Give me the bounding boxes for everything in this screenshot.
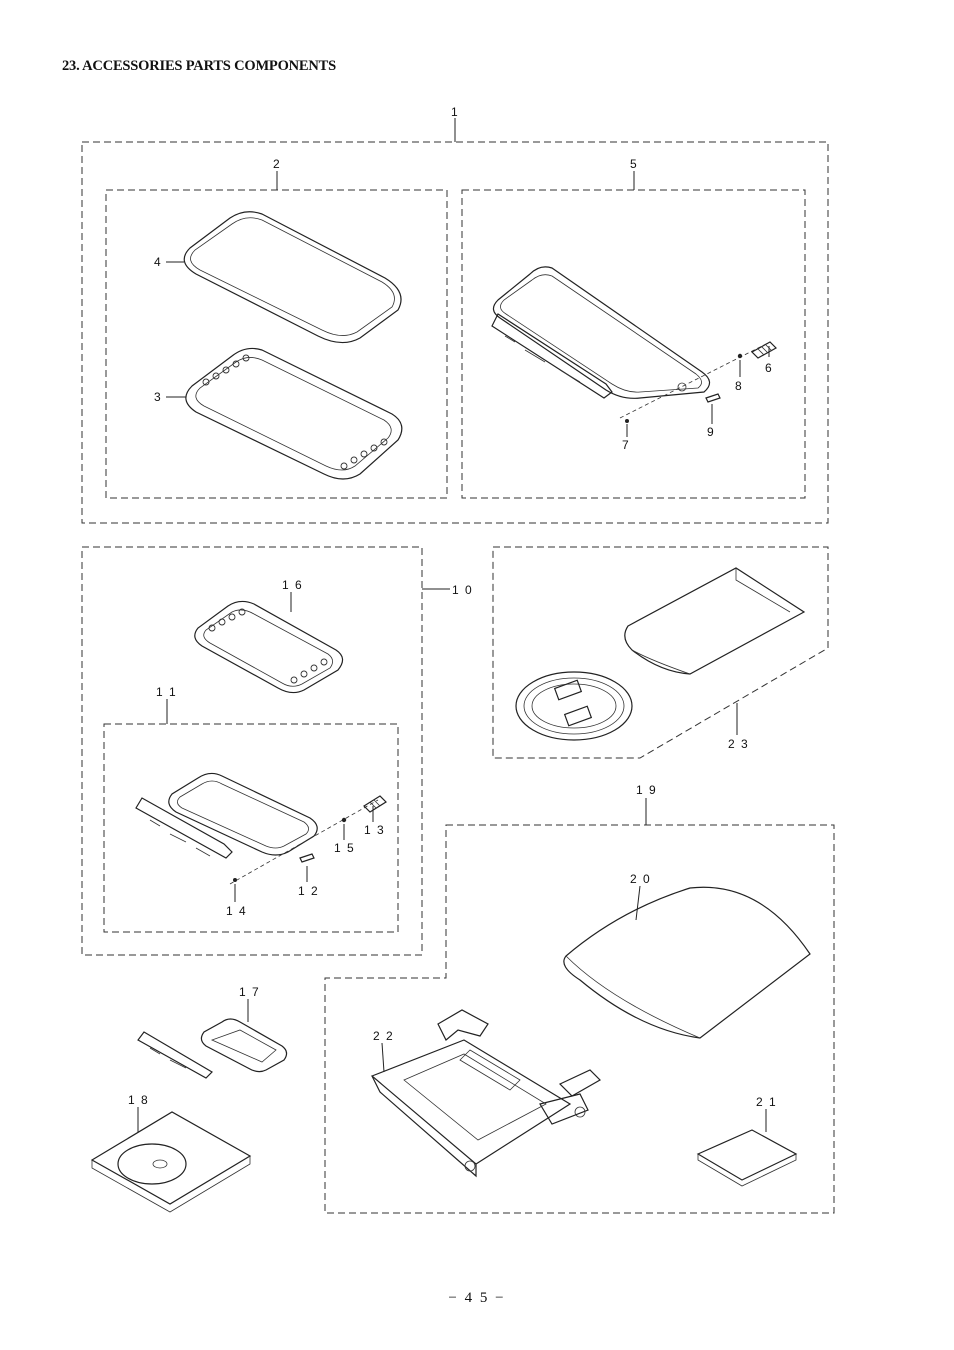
part-4-outer-hoop: [183, 211, 402, 344]
callout-22: 2 2: [373, 1029, 394, 1043]
page-number: − 4 5 −: [448, 1290, 506, 1306]
part-11-hoop-assembly: [135, 772, 318, 859]
callout-4: 4: [154, 255, 162, 269]
group-box-11: [103, 723, 399, 933]
callout-15: 1 5: [334, 841, 355, 855]
part-14-nut: [233, 878, 237, 882]
group-box-5: [461, 189, 806, 499]
part-6-screw: [751, 341, 777, 359]
callout-8: 8: [735, 379, 743, 393]
callout-6: 6: [765, 361, 773, 375]
part-21-card: [696, 1129, 798, 1187]
callout-20: 2 0: [630, 872, 651, 886]
callout-10: 1 0: [452, 583, 473, 597]
callout-17: 1 7: [239, 985, 260, 999]
part-18-cd-case: [90, 1111, 252, 1213]
callout-2: 2: [273, 157, 281, 171]
callout-12: 1 2: [298, 884, 319, 898]
callout-9: 9: [707, 425, 715, 439]
part-8-washer: [737, 353, 743, 359]
group-box-1: [81, 141, 829, 524]
part-23-cable-and-bag: [515, 567, 806, 741]
group-box-23: [492, 546, 829, 759]
callout-16: 1 6: [282, 578, 303, 592]
part-7-nut: [625, 419, 629, 423]
callout-7: 7: [622, 438, 630, 452]
part-16-small-hoop: [194, 600, 344, 694]
callout-3: 3: [154, 390, 162, 404]
callout-21: 2 1: [756, 1095, 777, 1109]
group-box-19: [324, 824, 835, 1214]
callout-19: 1 9: [636, 783, 657, 797]
page-title: 23. ACCESSORIES PARTS COMPONENTS: [62, 58, 337, 74]
part-12-pin: [299, 853, 315, 863]
part-20-pouch: [563, 886, 811, 1039]
part-9-pin: [705, 393, 721, 403]
callout-11: 1 1: [156, 685, 177, 699]
callout-1: 1: [451, 105, 459, 119]
callout-23: 2 3: [728, 737, 749, 751]
part-17-small-hoop: [137, 1018, 288, 1079]
part-22-frame-assembly: [370, 1009, 601, 1178]
part-3-inner-hoop: [185, 347, 403, 480]
callout-13: 1 3: [364, 823, 385, 837]
callout-18: 1 8: [128, 1093, 149, 1107]
group-box-2: [105, 189, 448, 499]
part-5-hoop-assembly: [491, 266, 711, 399]
callout-5: 5: [630, 157, 638, 171]
part-15-washer: [341, 817, 347, 823]
callout-14: 1 4: [226, 904, 247, 918]
part-13-screw: [363, 795, 387, 813]
group-box-10: [81, 546, 423, 956]
